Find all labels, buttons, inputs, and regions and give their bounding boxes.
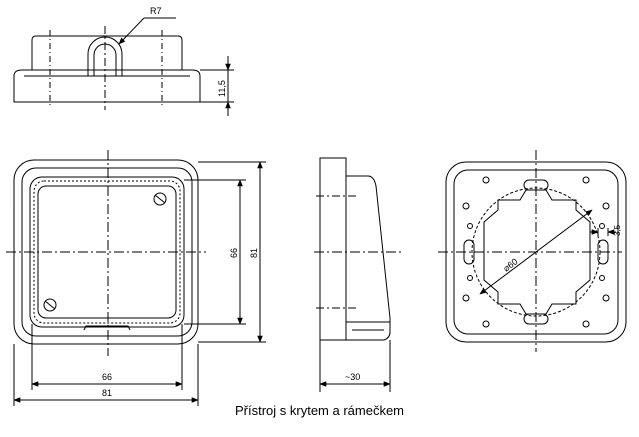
depth-label: ~30 [345,372,360,382]
back-view [438,150,627,352]
front-view [6,150,266,406]
inner-width-label: 66 [102,372,112,382]
height-label: 11,5 [217,80,227,97]
outer-height-label: 81 [249,248,259,258]
side-view [314,157,402,392]
top-elevation-view [13,17,234,116]
radius-label: R7 [150,6,162,16]
slot-width-label: 3,5 [613,224,622,236]
inner-height-label: 66 [229,248,239,258]
outer-width-label: 81 [102,388,112,398]
diameter-label: ⌀60 [501,256,519,273]
drawing-caption: Přístroj s krytem a rámečkem [234,403,405,418]
